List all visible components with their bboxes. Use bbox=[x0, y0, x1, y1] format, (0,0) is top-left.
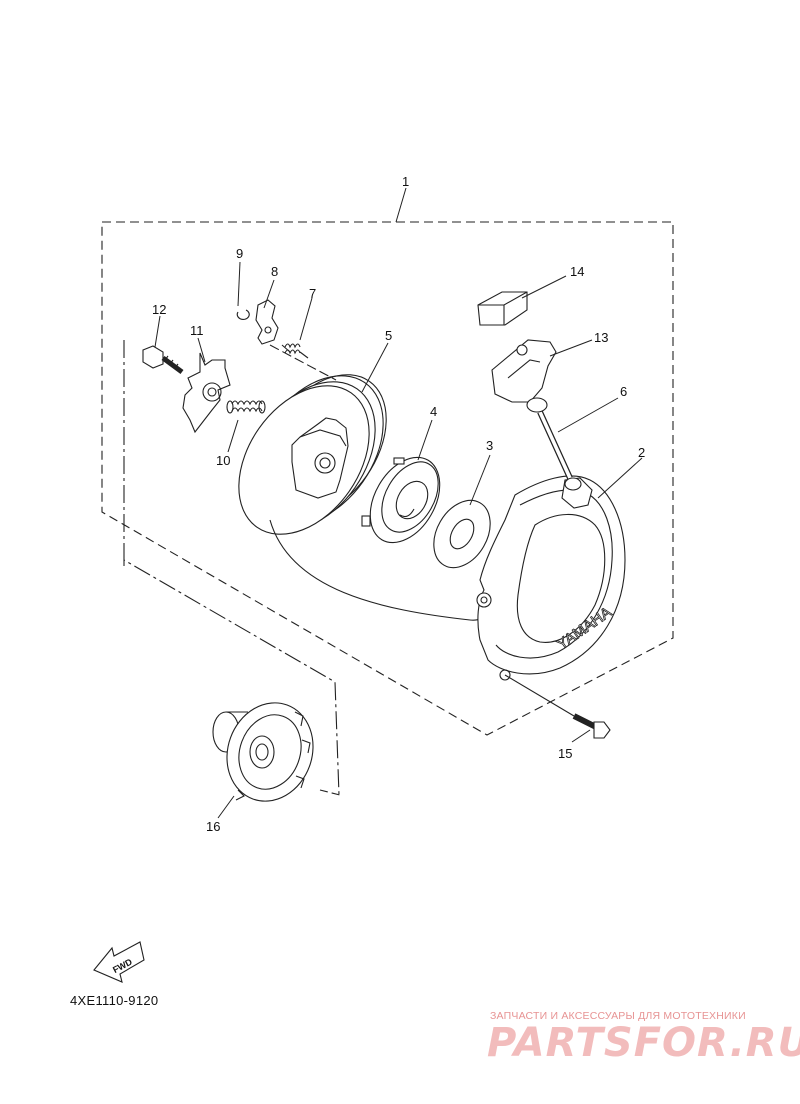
washer-3 bbox=[433, 499, 491, 569]
leader-lines bbox=[154, 187, 643, 819]
callout-11: 11 bbox=[190, 323, 204, 338]
rope-6 bbox=[537, 410, 582, 491]
callout-5: 5 bbox=[385, 328, 392, 343]
callout-7: 7 bbox=[309, 286, 316, 301]
drive-pulley-16 bbox=[212, 702, 314, 802]
callout-10: 10 bbox=[216, 453, 230, 468]
callout-16: 16 bbox=[206, 819, 220, 834]
friction-plate-11 bbox=[182, 352, 231, 434]
callout-15: 15 bbox=[558, 746, 572, 761]
callout-8: 8 bbox=[271, 264, 278, 279]
callout-2: 2 bbox=[638, 445, 645, 460]
callout-3: 3 bbox=[486, 438, 493, 453]
guide-line-16 bbox=[123, 340, 340, 796]
callout-9: 9 bbox=[236, 246, 243, 261]
starter-cover-2 bbox=[476, 475, 626, 681]
pawl-8 bbox=[255, 299, 279, 345]
callout-12: 12 bbox=[152, 302, 166, 317]
callout-4: 4 bbox=[430, 404, 437, 419]
bolt-12 bbox=[142, 345, 184, 375]
fwd-arrow-icon bbox=[93, 941, 145, 983]
watermark-brand: PARTSFOR.RU bbox=[487, 1020, 800, 1066]
guide-line-16b bbox=[269, 344, 337, 381]
spring-case-4 bbox=[361, 456, 441, 544]
pulley-5 bbox=[238, 374, 387, 535]
bolt-15 bbox=[504, 674, 611, 739]
circlip-9 bbox=[236, 309, 250, 320]
callout-14: 14 bbox=[570, 264, 584, 279]
diagram-code: 4XE1110-9120 bbox=[70, 993, 159, 1008]
starter-handle-13 bbox=[491, 339, 557, 413]
callout-1: 1 bbox=[402, 174, 409, 189]
handle-cap-14 bbox=[477, 291, 528, 326]
callout-13: 13 bbox=[594, 330, 608, 345]
recoil-rope bbox=[269, 519, 471, 621]
spring-7 bbox=[281, 343, 309, 359]
spring-10 bbox=[226, 400, 266, 414]
callout-6: 6 bbox=[620, 384, 627, 399]
watermark-tagline: ЗАПЧАСТИ И АКСЕССУАРЫ ДЛЯ МОТОТЕХНИКИ bbox=[490, 1010, 746, 1022]
